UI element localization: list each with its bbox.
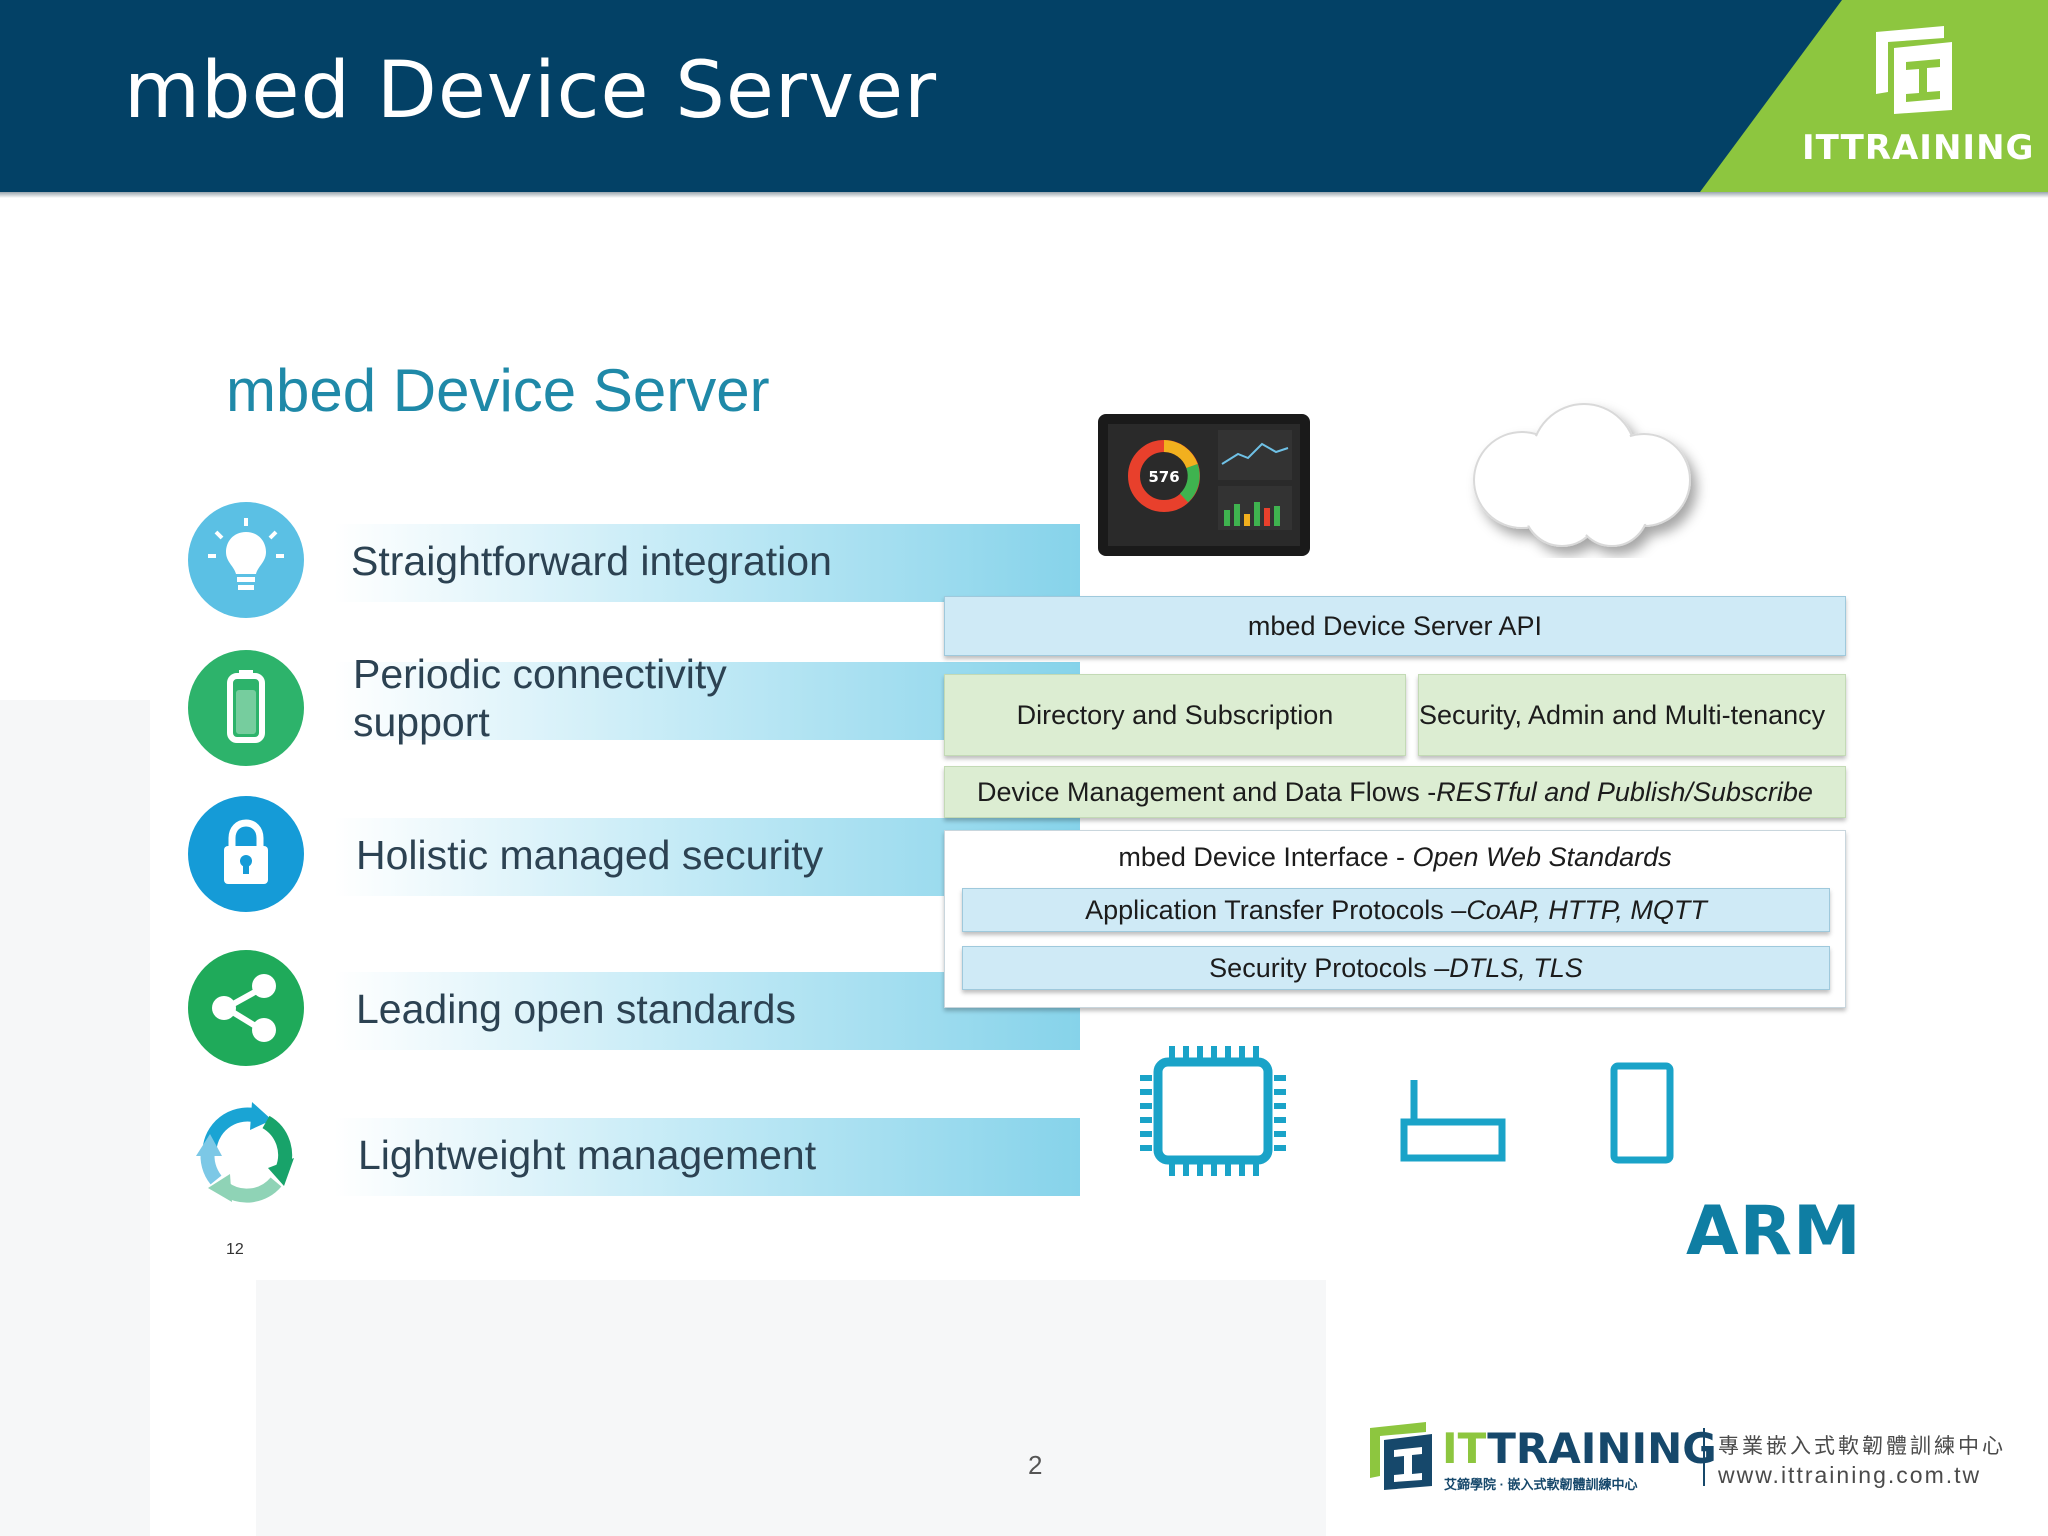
- security-protocols-label: Security Protocols –: [1209, 952, 1450, 983]
- header-divider: [0, 192, 2048, 198]
- router-icon: [1400, 1080, 1506, 1162]
- page-title: mbed Device Server: [124, 46, 938, 136]
- feature-item: Lightweight management: [188, 1096, 1080, 1212]
- security-protocols-layer: Security Protocols – DTLS, TLS: [962, 946, 1830, 990]
- feature-band: [334, 1118, 1080, 1196]
- device-interface-line: mbed Device Interface - Open Web Standar…: [944, 842, 1846, 873]
- brand-name: ITTRAINING: [1802, 128, 2035, 168]
- api-layer-label: mbed Device Server API: [1247, 610, 1543, 641]
- directory-layer: Directory and Subscription: [944, 674, 1406, 756]
- header-bar: mbed Device Server: [0, 0, 2048, 192]
- ittraining-footer-logo-icon: [1370, 1422, 1432, 1490]
- directory-layer-label: Directory and Subscription: [1016, 699, 1334, 730]
- background-shape: [0, 700, 150, 1536]
- footer-brand-it: IT: [1442, 1424, 1488, 1473]
- cycle-arrows-icon: [196, 1102, 294, 1203]
- tablet-dashboard-icon: 576: [1098, 414, 1310, 556]
- page-number: 2: [1028, 1450, 1043, 1480]
- device-management-layer: Device Management and Data Flows - RESTf…: [944, 766, 1846, 818]
- footer-brand-subtitle: 艾鍗學院 · 嵌入式軟韌體訓練中心: [1444, 1477, 1638, 1492]
- feature-item: Holistic managed security: [188, 796, 1080, 912]
- security-protocols-list: DTLS, TLS: [1449, 952, 1583, 983]
- transfer-protocols-layer: Application Transfer Protocols – CoAP, H…: [962, 888, 1830, 932]
- feature-label: Lightweight management: [358, 1132, 817, 1178]
- device-management-protocols: RESTful and Publish/Subscribe: [1436, 776, 1813, 807]
- battery-icon: [188, 650, 304, 766]
- feature-label: Straightforward integration: [351, 538, 832, 584]
- feature-item: Periodic connectivity support: [188, 650, 1080, 766]
- footer-brand: ITTRAINING: [1442, 1424, 1717, 1473]
- feature-band: [334, 524, 1080, 602]
- lock-icon: [188, 796, 304, 912]
- device-management-label: Device Management and Data Flows -: [977, 776, 1437, 807]
- feature-label-line: Periodic connectivity: [353, 651, 727, 697]
- phone-icon: [1610, 1062, 1674, 1164]
- ittraining-logo-icon: [1876, 26, 1952, 114]
- feature-label: Holistic managed security: [356, 832, 824, 878]
- slide-small-number: 12: [226, 1241, 244, 1258]
- feature-item: Leading open standards: [188, 950, 1080, 1066]
- feature-label: Leading open standards: [356, 986, 796, 1032]
- cloud-icon: [1473, 403, 1691, 547]
- feature-label: Periodic connectivity support: [353, 650, 727, 746]
- footer-chinese-title: 專業嵌入式軟韌體訓練中心: [1718, 1435, 2006, 1458]
- security-admin-label: Security, Admin and Multi-tenancy: [1419, 699, 1826, 730]
- transfer-protocols-list: CoAP, HTTP, MQTT: [1466, 894, 1707, 925]
- slide-heading: mbed Device Server: [226, 357, 770, 424]
- footer-brand-rest: TRAINING: [1487, 1424, 1717, 1473]
- footer-url[interactable]: www.ittraining.com.tw: [1718, 1462, 1982, 1488]
- device-interface-label: mbed Device Interface -: [1118, 842, 1413, 872]
- security-admin-layer: Security, Admin and Multi-tenancy: [1418, 674, 1846, 756]
- chip-icon: [1140, 1046, 1286, 1176]
- device-interface-standards: Open Web Standards: [1412, 842, 1672, 872]
- arm-logo: ARM: [1686, 1192, 1862, 1271]
- background-shape: [256, 1280, 1326, 1536]
- api-layer: mbed Device Server API: [944, 596, 1846, 656]
- share-icon: [188, 950, 304, 1066]
- tablet-metric: 576: [1148, 468, 1179, 486]
- feature-item: Straightforward integration: [188, 502, 1080, 618]
- transfer-protocols-label: Application Transfer Protocols –: [1085, 894, 1467, 925]
- feature-label-line: support: [353, 699, 490, 745]
- footer-divider: [1703, 1428, 1705, 1486]
- lightbulb-icon: [188, 502, 304, 618]
